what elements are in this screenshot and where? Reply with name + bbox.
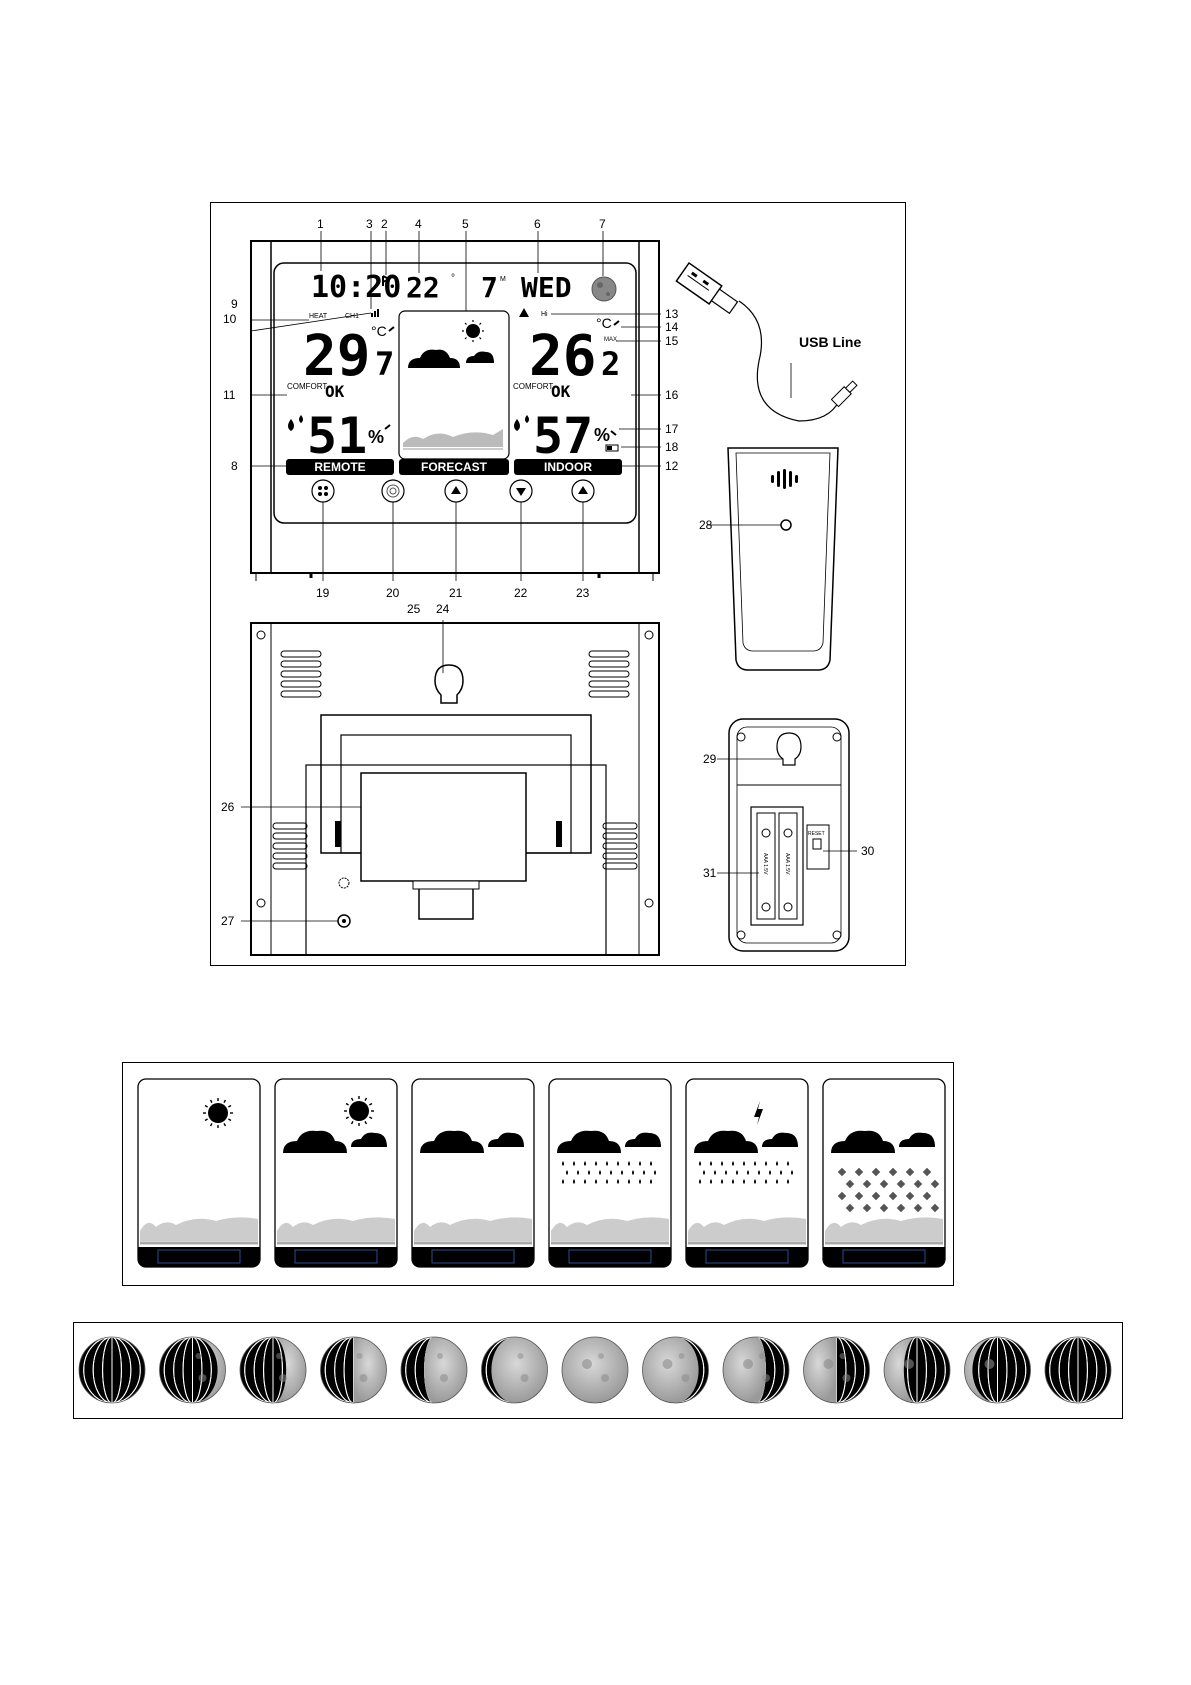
callout-11: 11 bbox=[223, 388, 236, 402]
indoor-humidity: 57 bbox=[533, 407, 593, 465]
remote-temp-unit: °C bbox=[371, 323, 387, 339]
callout-7: 7 bbox=[599, 217, 606, 231]
moon-phase-display bbox=[592, 277, 616, 301]
forecast-icon-stormy bbox=[686, 1079, 808, 1267]
moon-phase-2 bbox=[160, 1337, 226, 1403]
moon-phase-7 bbox=[562, 1337, 628, 1403]
callout-29: 29 bbox=[703, 752, 717, 766]
weekday-display: WED bbox=[521, 271, 572, 304]
callout-17: 17 bbox=[665, 422, 679, 436]
callout-8: 8 bbox=[231, 459, 238, 473]
indoor-bar-label: INDOOR bbox=[544, 460, 592, 474]
button-23[interactable] bbox=[572, 480, 594, 502]
battery-label-right: AAA 1.5V bbox=[784, 853, 790, 875]
callout-23: 23 bbox=[576, 586, 590, 600]
moon-phase-1 bbox=[79, 1337, 145, 1403]
battery-label-left: AAA 1.5V bbox=[762, 853, 768, 875]
outdoor-temp-small: 22 bbox=[406, 271, 440, 304]
callout-1: 1 bbox=[317, 217, 324, 231]
sensor-front bbox=[707, 448, 838, 670]
reset-label: RESET bbox=[808, 831, 825, 837]
indoor-humidity-unit: % bbox=[594, 425, 610, 445]
moon-phase-4 bbox=[321, 1337, 387, 1403]
remote-temperature-decimal: 7 bbox=[375, 345, 394, 383]
remote-bar-label: REMOTE bbox=[314, 460, 365, 474]
moon-phases-frame bbox=[73, 1322, 1123, 1419]
forecast-bar-label: FORECAST bbox=[421, 460, 488, 474]
indoor-temperature: 26 bbox=[529, 324, 596, 389]
comfort-indicator-remote: OK bbox=[325, 382, 345, 401]
callout-24: 24 bbox=[436, 602, 450, 616]
product-diagram: 10:20 22 ° 7 M WED HEAT CH1 °C 29 7 COMF… bbox=[211, 203, 905, 965]
callout-19: 19 bbox=[316, 586, 330, 600]
indoor-temp-unit: °C bbox=[596, 315, 612, 331]
callout-13: 13 bbox=[665, 307, 679, 321]
callout-31: 31 bbox=[703, 866, 717, 880]
hi-label: Hi bbox=[541, 311, 548, 318]
forecast-icon-sunny bbox=[138, 1079, 260, 1267]
callout-14: 14 bbox=[665, 320, 679, 334]
button-21[interactable] bbox=[445, 480, 467, 502]
max-label: MAX bbox=[604, 337, 617, 343]
callout-26: 26 bbox=[221, 800, 235, 814]
callout-27: 27 bbox=[221, 914, 235, 928]
indoor-temperature-decimal: 2 bbox=[601, 345, 620, 383]
heat-label: HEAT bbox=[309, 313, 328, 320]
time-display: 10:20 bbox=[311, 270, 401, 305]
moon-phase-5 bbox=[401, 1337, 467, 1403]
comfort-indicator-indoor: OK bbox=[551, 382, 571, 401]
callout-15: 15 bbox=[665, 334, 679, 348]
moon-phase-13 bbox=[1045, 1337, 1111, 1403]
usb-label: USB Line bbox=[799, 334, 861, 350]
forecast-icons-strip bbox=[123, 1063, 953, 1285]
moon-phase-10 bbox=[804, 1337, 870, 1403]
callout-9: 9 bbox=[231, 297, 238, 311]
button-20[interactable] bbox=[382, 480, 404, 502]
callout-3: 3 bbox=[366, 217, 373, 231]
callout-28: 28 bbox=[699, 518, 713, 532]
callout-21: 21 bbox=[449, 586, 463, 600]
callout-2: 2 bbox=[381, 217, 388, 231]
callout-5: 5 bbox=[462, 217, 469, 231]
outdoor-temp-small-unit: ° bbox=[451, 273, 455, 284]
comfort-label-remote: COMFORT bbox=[287, 382, 327, 391]
forecast-icons-frame bbox=[122, 1062, 954, 1286]
callout-18: 18 bbox=[665, 440, 679, 454]
forecast-icon-cloudy bbox=[412, 1079, 534, 1267]
callout-30: 30 bbox=[861, 844, 875, 858]
callout-16: 16 bbox=[665, 388, 679, 402]
moon-phase-3 bbox=[240, 1337, 306, 1403]
sensor-back bbox=[717, 719, 857, 951]
console-back bbox=[241, 620, 659, 955]
callout-6: 6 bbox=[534, 217, 541, 231]
forecast-icon-partly-cloudy bbox=[275, 1079, 397, 1267]
button-22[interactable] bbox=[510, 480, 532, 502]
moon-phase-9 bbox=[723, 1337, 789, 1403]
button-19[interactable] bbox=[312, 480, 334, 502]
callout-10: 10 bbox=[223, 312, 237, 326]
small-value: 7 bbox=[481, 271, 498, 304]
small-value-sup: M bbox=[500, 276, 506, 283]
moon-phase-6 bbox=[482, 1337, 548, 1403]
moon-phases-strip bbox=[74, 1323, 1122, 1418]
remote-humidity-unit: % bbox=[368, 427, 384, 447]
forecast-icon-rainy bbox=[549, 1079, 671, 1267]
remote-humidity: 51 bbox=[307, 407, 367, 465]
forecast-icon-snowy bbox=[823, 1079, 945, 1267]
moon-phase-8 bbox=[643, 1337, 709, 1403]
callout-20: 20 bbox=[386, 586, 400, 600]
moon-phase-11 bbox=[884, 1337, 950, 1403]
comfort-label-indoor: COMFORT bbox=[513, 382, 553, 391]
callout-12: 12 bbox=[665, 459, 679, 473]
callout-25: 25 bbox=[407, 602, 421, 616]
callout-4: 4 bbox=[415, 217, 422, 231]
moon-phase-12 bbox=[965, 1337, 1031, 1403]
callout-22: 22 bbox=[514, 586, 528, 600]
product-diagram-frame: 10:20 22 ° 7 M WED HEAT CH1 °C 29 7 COMF… bbox=[210, 202, 906, 966]
remote-temperature: 29 bbox=[303, 324, 370, 389]
